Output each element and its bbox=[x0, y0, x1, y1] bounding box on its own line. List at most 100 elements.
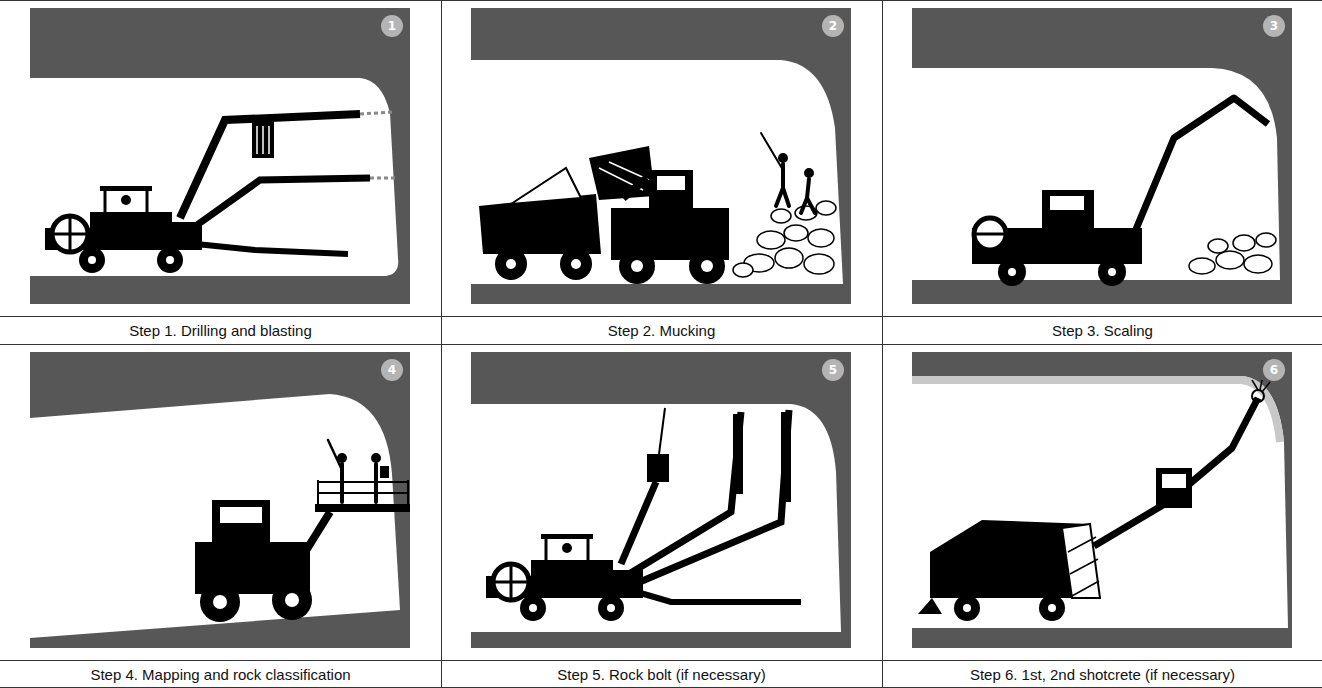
drill-jumbo bbox=[360, 112, 394, 114]
bolting-jumbo bbox=[781, 412, 791, 502]
table-grid bbox=[0, 660, 1322, 661]
rock-bolt-scene bbox=[471, 352, 851, 648]
drill-jumbo bbox=[157, 247, 183, 273]
rock-mass bbox=[471, 8, 851, 304]
platform-loader bbox=[212, 500, 270, 542]
wheel-loader bbox=[589, 146, 729, 284]
muck-pile bbox=[1233, 235, 1255, 251]
step-number-badge: 2 bbox=[822, 15, 844, 37]
step-caption: Step 2. Mucking bbox=[441, 316, 882, 344]
bolting-jumbo bbox=[545, 539, 548, 560]
drill-jumbo bbox=[256, 126, 258, 154]
geologists bbox=[328, 440, 389, 502]
step-panel: Step 2. Mucking 2 bbox=[441, 0, 882, 344]
shotcrete-machine bbox=[1162, 474, 1186, 488]
platform-loader bbox=[318, 492, 408, 494]
workers bbox=[783, 188, 789, 206]
table-grid bbox=[0, 0, 1322, 1]
dump-truck bbox=[571, 259, 581, 269]
scaling-machine bbox=[998, 258, 1026, 286]
platform-loader bbox=[200, 582, 240, 622]
muck-pile bbox=[733, 201, 836, 277]
tunnel-cavity bbox=[30, 394, 400, 638]
wheel-loader bbox=[623, 178, 647, 198]
drill-jumbo bbox=[69, 216, 72, 252]
step-number-badge: 4 bbox=[381, 359, 403, 381]
bolting-jumbo bbox=[635, 410, 789, 584]
step-panel: Step 1. Drilling and blasting1 bbox=[0, 0, 441, 344]
drill-jumbo bbox=[268, 126, 270, 154]
shotcrete-machine bbox=[1070, 559, 1098, 574]
tunnel-cavity bbox=[471, 60, 843, 284]
tunnel-cavity bbox=[30, 78, 398, 276]
muck-pile bbox=[771, 209, 791, 223]
dump-truck bbox=[511, 168, 581, 204]
drill-jumbo bbox=[190, 178, 370, 230]
shotcrete-machine bbox=[1260, 380, 1262, 390]
shotcrete-machine bbox=[1062, 524, 1100, 598]
shotcrete-layer bbox=[912, 380, 1280, 442]
muck-pile bbox=[816, 201, 836, 215]
wheel-loader bbox=[589, 146, 655, 200]
geologists bbox=[371, 453, 381, 463]
drill-jumbo bbox=[180, 114, 360, 218]
drill-jumbo bbox=[121, 195, 131, 205]
bolting-jumbo bbox=[493, 564, 529, 600]
muck-pile bbox=[1256, 233, 1276, 247]
wheel-loader bbox=[689, 248, 725, 284]
drill-jumbo bbox=[146, 191, 149, 213]
dump-truck bbox=[506, 259, 516, 269]
scaling-machine bbox=[1050, 196, 1084, 210]
step-number-badge: 5 bbox=[822, 359, 844, 381]
drilling-scene bbox=[30, 8, 410, 304]
drill-jumbo bbox=[166, 256, 174, 264]
wheel-loader bbox=[619, 248, 655, 284]
step-number: 3 bbox=[1270, 20, 1278, 32]
table-grid bbox=[0, 344, 1322, 345]
drill-jumbo bbox=[79, 247, 105, 273]
geologists bbox=[374, 464, 378, 502]
bolting-jumbo bbox=[510, 564, 513, 600]
platform-loader bbox=[272, 580, 312, 620]
muck-pile bbox=[804, 254, 834, 274]
drill-jumbo bbox=[196, 244, 348, 254]
step-number: 5 bbox=[829, 364, 837, 376]
shotcrete-machine bbox=[1048, 604, 1056, 612]
platform-loader bbox=[315, 504, 410, 512]
geologists bbox=[380, 466, 389, 478]
muck-pile bbox=[1216, 251, 1244, 269]
dump-truck bbox=[479, 168, 601, 280]
shotcrete-machine bbox=[1068, 537, 1096, 552]
scaling-machine bbox=[972, 98, 1268, 286]
scaling-machine bbox=[1108, 268, 1116, 276]
bolting-jumbo bbox=[529, 604, 537, 612]
step-panel: Step 4. Mapping and rock classification4 bbox=[0, 344, 441, 688]
shotcrete-machine bbox=[1072, 581, 1099, 596]
muck-pile bbox=[733, 263, 753, 277]
drill-jumbo bbox=[100, 186, 152, 191]
step-caption: Step 6. 1st, 2nd shotcrete (if necessary… bbox=[882, 660, 1322, 688]
dump-truck bbox=[495, 248, 527, 280]
workers bbox=[761, 133, 783, 170]
platform-loader bbox=[220, 507, 262, 523]
shotcrete-machine bbox=[1156, 468, 1192, 508]
platform-loader bbox=[302, 512, 330, 557]
scaling-machine bbox=[1098, 258, 1126, 286]
shotcrete-machine bbox=[954, 595, 980, 621]
drill-jumbo bbox=[52, 216, 88, 252]
workers bbox=[804, 168, 814, 178]
table-grid bbox=[0, 316, 1322, 317]
step-number-badge: 1 bbox=[381, 15, 403, 37]
scaling-machine bbox=[1134, 98, 1268, 234]
muck-pile bbox=[1208, 239, 1228, 253]
shotcrete-machine bbox=[1262, 382, 1270, 392]
bolting-jumbo bbox=[637, 592, 801, 602]
muck-pile bbox=[757, 231, 785, 249]
mucking-scene bbox=[471, 8, 851, 304]
bolting-jumbo bbox=[562, 543, 572, 553]
muck-pile bbox=[1189, 233, 1276, 274]
step-panel: Step 3. Scaling3 bbox=[882, 0, 1322, 344]
bolting-jumbo bbox=[659, 408, 665, 454]
shotcrete-machine bbox=[918, 380, 1270, 621]
